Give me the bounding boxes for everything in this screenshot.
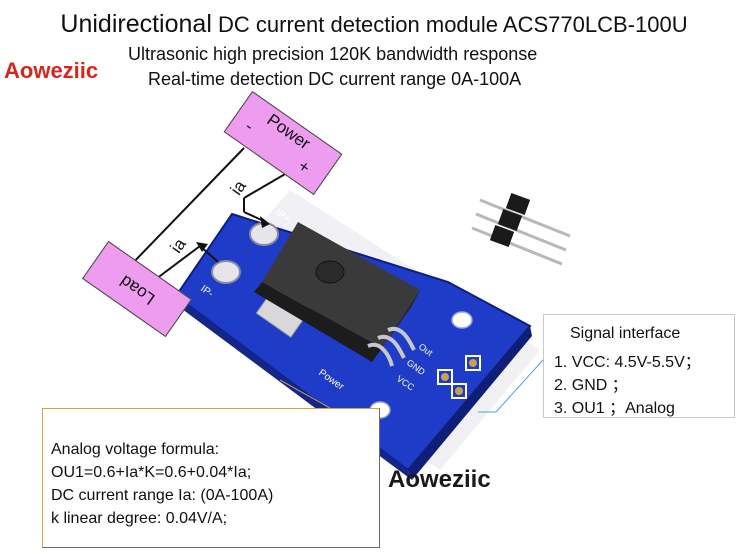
title-main: Unidirectional: [60, 10, 212, 38]
subtitle-range: Real-time detection DC current range 0A-…: [148, 69, 522, 89]
signal-interface-item: 3. OU1 ；Analog: [554, 400, 675, 417]
formula-box: Analog voltage formula: OU1=0.6+Ia*K=0.6…: [42, 408, 380, 548]
signal-interface-box: Signal interface 1. VCC: 4.5V-5.5V； 2. G…: [543, 314, 735, 418]
signal-interface-item: 2. GND ；: [554, 377, 628, 394]
signal-interface-title: Signal interface: [570, 325, 681, 342]
subtitle-bandwidth: Ultrasonic high precision 120K bandwidth…: [128, 44, 538, 64]
page-title: Unidirectional DC current detection modu…: [0, 10, 748, 39]
brand-logo-bottom: Aoweziic: [388, 466, 491, 493]
current-sensor-chip: [254, 222, 420, 367]
formula-line: DC current range Ia: (0A-100A): [51, 487, 274, 504]
formula-line: Analog voltage formula:: [51, 441, 220, 458]
formula-line: k linear degree: 0.04V/A;: [51, 510, 228, 527]
formula-line: OU1=0.6+Ia*K=0.6+0.04*Ia;: [51, 464, 252, 481]
pin-header: [471, 193, 571, 266]
signal-interface-item: 1. VCC: 4.5V-5.5V；: [554, 354, 701, 371]
brand-logo-top: Aoweziic: [4, 58, 99, 83]
title-rest: DC current detection module ACS770LCB-10…: [218, 12, 688, 37]
